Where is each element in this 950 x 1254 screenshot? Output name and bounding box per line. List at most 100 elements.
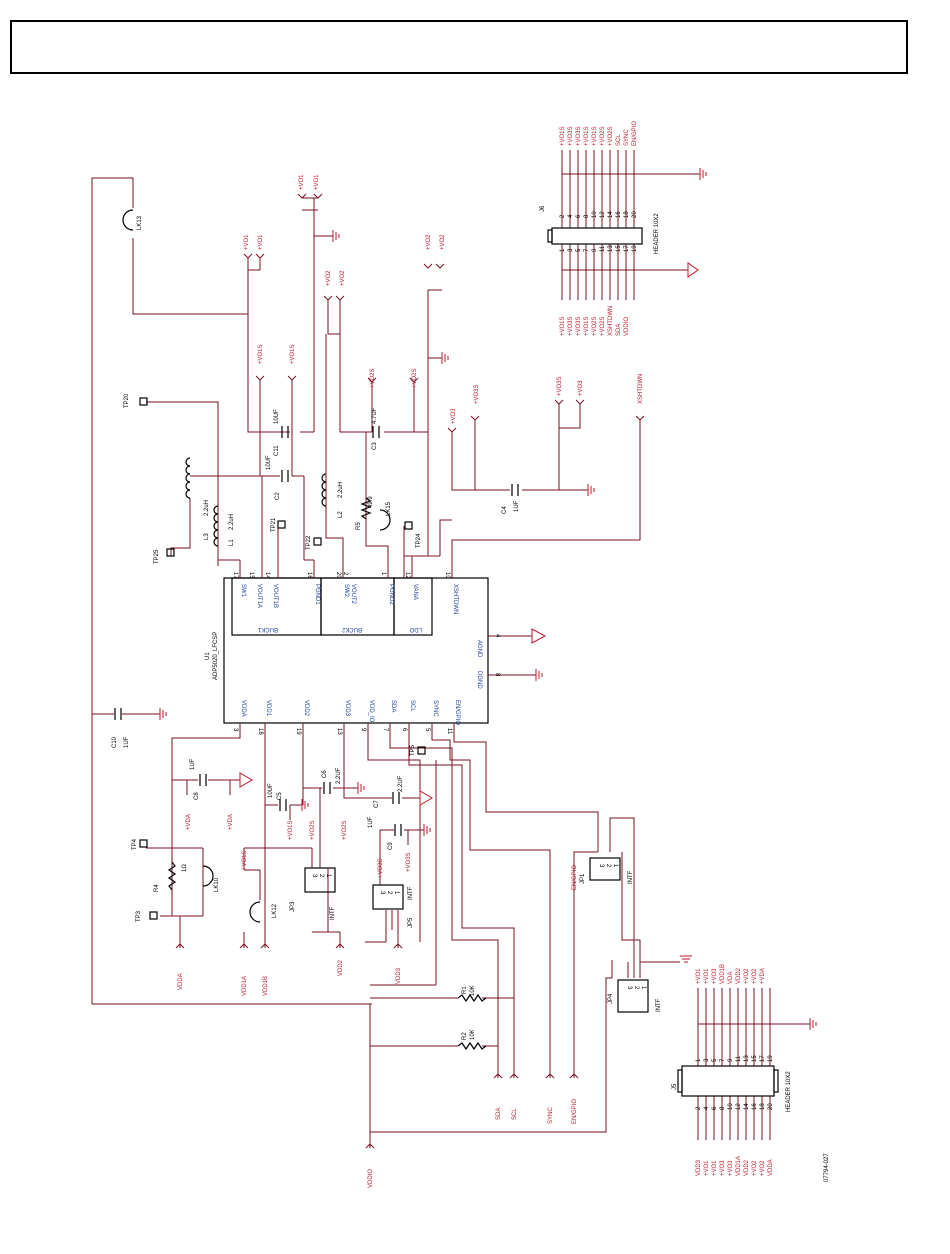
jp5-label: INTF [408, 886, 414, 900]
j5-pin-15: 15 [752, 1055, 758, 1062]
header-j5 [677, 1065, 779, 1097]
c7-value: 2.2UF [398, 775, 404, 792]
j5-pin-11: 11 [736, 1055, 742, 1062]
pin-label-agnd: AGND [476, 640, 482, 658]
j6-pin-3: 3 [568, 248, 574, 252]
header-j6 [547, 227, 643, 245]
c8-ref: C8 [194, 792, 200, 800]
j5-pin-17: 17 [760, 1055, 766, 1062]
r2-value: 10K [470, 1029, 476, 1040]
pin-num-dgnd: 8 [494, 673, 500, 677]
jumper-pin-2-1: 1 [640, 986, 646, 990]
j6-pin-16: 16 [616, 211, 622, 218]
c9-value: 1UF [368, 816, 374, 828]
pin-num-vdd1: 18 [257, 728, 263, 735]
jumper-pin-2-3: 3 [626, 986, 632, 990]
dgnd-symbol [535, 669, 543, 681]
j6-pin-17: 17 [624, 245, 630, 252]
jp5-body [372, 884, 404, 910]
l2-value: 2.2uH [338, 482, 344, 498]
j6-pin-12: 12 [600, 211, 606, 218]
pin-num-vout1b: 14 [264, 572, 270, 579]
j6-ref: J6 [540, 205, 546, 212]
net-vo2-d: +VO2 [340, 270, 346, 286]
tp21-pad [277, 520, 286, 529]
pin-label-vdd2: VDD2 [303, 700, 309, 717]
j6-net-bottom-7: SDA [616, 324, 622, 336]
tp25-pad [166, 548, 175, 557]
header-pin-group: 2+VO1S4+VO3S6+VO3S8+VO1S10+VO1S12+VO2S14… [560, 121, 774, 1176]
pin-num-vdd2: 19 [295, 728, 301, 735]
tp22-label: TP22 [306, 535, 312, 550]
ic-part: ADP5020_LFCSP [213, 632, 219, 680]
r1-value: 10K [470, 985, 476, 996]
pin-label-dgnd: DGND [476, 671, 482, 689]
r2-ref: R2 [462, 1032, 468, 1040]
c10-ref: C10 [112, 736, 118, 748]
j6-net-top-8: SYNC [624, 129, 630, 146]
net-vo3s-b: +VO3S [557, 376, 563, 396]
j5-net-bottom-5: VDD1A [736, 1156, 742, 1176]
net-vo2s-a: +VO2S [370, 368, 376, 388]
net-vdd2: VDD2 [338, 959, 344, 976]
pin-label-scl: SCL [409, 700, 415, 712]
pin-num-pgnd1: 16 [306, 572, 312, 579]
j5-net-top-6: +VO2 [744, 968, 750, 984]
c5-ref: C5 [277, 792, 283, 800]
j6-pin-2: 2 [560, 214, 566, 218]
c6-ref: C6 [322, 770, 328, 778]
lk10-label: LK10 [214, 877, 220, 892]
j5-pin-10: 10 [728, 1103, 734, 1110]
pin-label-vdd_io: VDD_IO [368, 700, 374, 723]
l1-ref: L1 [229, 539, 235, 546]
pin-label-pgnd2: PGND2 [388, 584, 394, 605]
tp3-label: TP3 [136, 910, 142, 922]
c10-value: 1UF [124, 736, 130, 748]
c2-value: 10UF [266, 455, 272, 470]
title-block-frame [10, 20, 908, 74]
j5-net-bottom-1: +VO1 [704, 1160, 710, 1176]
j5-pin-2: 2 [696, 1106, 702, 1110]
resistor-r2 [457, 1041, 487, 1051]
j6-pin-10: 10 [592, 211, 598, 218]
lk12-link [249, 901, 261, 923]
c5-value: 10UF [268, 783, 274, 798]
j6-net-top-0: +VO1S [560, 126, 566, 146]
net-vo3s-c: +VO3S [378, 858, 384, 878]
jumper-pin-1-3: 3 [311, 874, 317, 878]
j5-net-top-2: +VO3 [712, 968, 718, 984]
pin-label-pgnd1: PGND1 [314, 584, 320, 605]
c3-value: 4.7UF [372, 407, 378, 424]
net-vo1s-a: +VO1S [258, 344, 264, 364]
net-vdd1b: VDD1B [263, 976, 269, 996]
j6-pin-20: 20 [632, 211, 638, 218]
j6-net-top-5: +VO2S [600, 126, 606, 146]
net-vo1-a: +VO1 [299, 174, 305, 190]
j5-net-bottom-4: +VO3 [728, 1160, 734, 1176]
net-vo1-d: +VO1 [258, 234, 264, 250]
net-vda-a: +VDA [186, 814, 192, 830]
net-vdd3: VDD3 [396, 967, 402, 984]
pin-label-vdd3: VDD3 [344, 700, 350, 717]
j5-pin-9: 9 [728, 1058, 734, 1062]
j5-net-top-7: +VO2 [752, 968, 758, 984]
pin-num-vdd3: 13 [336, 728, 342, 735]
j5-ref: J5 [672, 1083, 678, 1090]
j5-pin-7: 7 [720, 1058, 726, 1062]
j6-pin-1: 1 [560, 248, 566, 252]
ground-symbols [159, 168, 817, 1030]
tp20-pad [139, 397, 148, 406]
net-vo1s-b: +VO1S [290, 344, 296, 364]
c11-value: 10UF [274, 409, 280, 424]
j6-pin-5: 5 [576, 248, 582, 252]
net-vo3s-d: +VO3S [406, 852, 412, 872]
pin-label-vout1b: VOUT1B [272, 584, 278, 608]
figure-id: 07794-027 [824, 1153, 830, 1182]
test-points [122, 209, 426, 923]
j5-net-bottom-7: +VO2 [752, 1160, 758, 1176]
j5-label: HEADER 10X2 [786, 1071, 792, 1112]
tp5-pad [417, 746, 426, 755]
jumper-pin-0-2: 2 [605, 864, 611, 868]
j6-pin-7: 7 [584, 248, 590, 252]
jumper-pin-1-2: 2 [318, 874, 324, 878]
